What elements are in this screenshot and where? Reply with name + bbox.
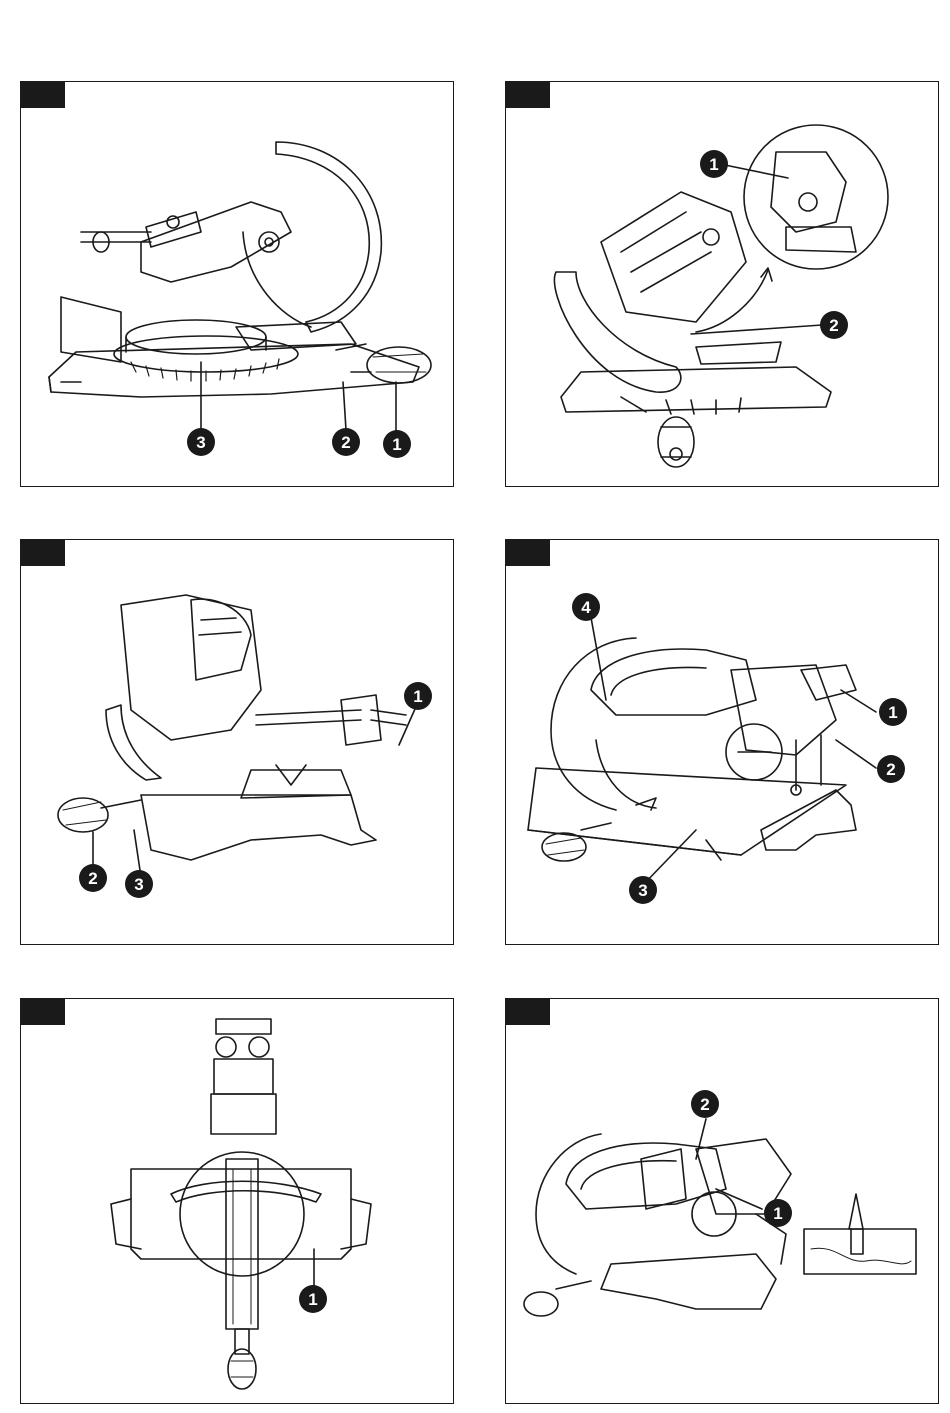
callout-4: 4 xyxy=(572,593,600,621)
callout-3: 3 xyxy=(187,428,215,456)
svg-text:1: 1 xyxy=(888,703,897,722)
callout-1: 1 xyxy=(299,1285,327,1313)
svg-text:3: 3 xyxy=(196,433,205,452)
figure-panel-3: 1 2 3 xyxy=(20,539,454,945)
miter-saw-drawing: 1 2 3 xyxy=(21,540,455,946)
svg-text:1: 1 xyxy=(773,1204,782,1223)
svg-text:1: 1 xyxy=(413,687,422,706)
callout-2: 2 xyxy=(79,864,107,892)
callout-3: 3 xyxy=(629,876,657,904)
figure-panel-4: 4 1 2 3 xyxy=(505,539,939,945)
callout-1: 1 xyxy=(383,430,411,458)
miter-saw-drawing: 1 xyxy=(21,999,455,1405)
callout-3: 3 xyxy=(125,870,153,898)
svg-text:3: 3 xyxy=(134,875,143,894)
svg-text:2: 2 xyxy=(88,869,97,888)
svg-text:2: 2 xyxy=(341,433,350,452)
callout-1: 1 xyxy=(879,698,907,726)
callout-2: 2 xyxy=(820,311,848,339)
svg-text:1: 1 xyxy=(392,435,401,454)
callout-1: 1 xyxy=(404,682,432,710)
svg-text:2: 2 xyxy=(700,1095,709,1114)
callout-1: 1 xyxy=(764,1199,792,1227)
figure-panel-6: 2 1 xyxy=(505,998,939,1404)
miter-saw-drawing: 1 2 xyxy=(506,82,940,488)
figure-panel-2: 1 2 xyxy=(505,81,939,487)
callout-2: 2 xyxy=(691,1090,719,1118)
callout-2: 2 xyxy=(877,755,905,783)
svg-text:3: 3 xyxy=(638,881,647,900)
figure-panel-5: 1 xyxy=(20,998,454,1404)
svg-text:2: 2 xyxy=(886,760,895,779)
svg-text:4: 4 xyxy=(581,598,591,617)
miter-saw-drawing: 2 1 xyxy=(506,999,940,1405)
miter-saw-drawing: 3 2 1 xyxy=(21,82,455,488)
svg-text:2: 2 xyxy=(829,316,838,335)
callout-2: 2 xyxy=(332,428,360,456)
svg-text:1: 1 xyxy=(308,1290,317,1309)
callout-1: 1 xyxy=(700,150,728,178)
miter-saw-drawing: 4 1 2 3 xyxy=(506,540,940,946)
figure-panel-1: 3 2 1 xyxy=(20,81,454,487)
svg-text:1: 1 xyxy=(709,155,718,174)
